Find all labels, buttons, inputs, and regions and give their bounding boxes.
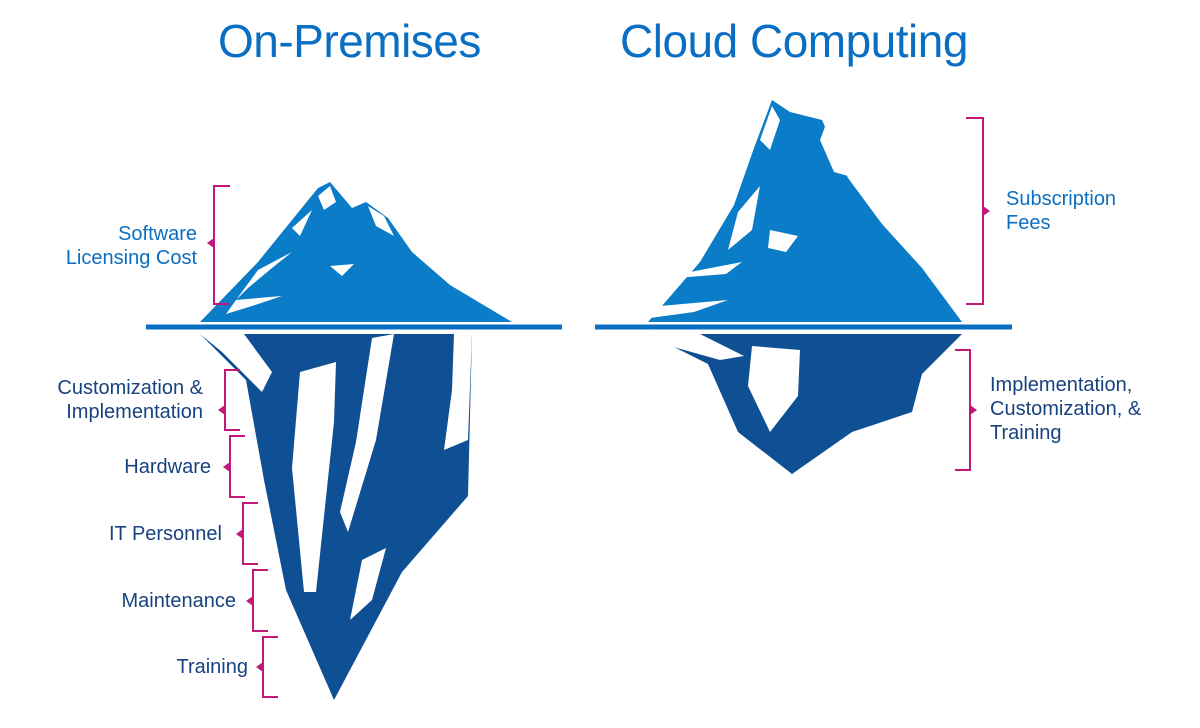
on-premises-tip-highlights (226, 186, 394, 314)
on-premises-body-highlights (200, 334, 472, 620)
customization-implementation-label: Customization & Implementation (57, 377, 203, 423)
on-premises-iceberg (200, 182, 512, 700)
cloud-tip-highlights (650, 106, 848, 318)
cloud-tip (648, 100, 962, 322)
bracket-pointers (207, 206, 990, 672)
bracket-cloud-implementation (955, 349, 971, 471)
bracket-it-personnel (242, 502, 258, 565)
on-premises-title: On-Premises (218, 15, 481, 67)
cloud-computing-iceberg (648, 100, 962, 474)
bracket-hardware (229, 435, 245, 498)
cloud-body (648, 334, 962, 474)
bracket-subscription-fees (966, 117, 984, 305)
bracket-software-licensing (213, 185, 230, 305)
maintenance-label: Maintenance (121, 590, 236, 612)
bracket-training (262, 636, 278, 698)
on-premises-body (200, 334, 472, 700)
cloud-computing-title: Cloud Computing (620, 15, 968, 67)
subscription-fees-label: Subscription Fees (1006, 188, 1117, 234)
bracket-customization-implementation (224, 369, 240, 431)
software-licensing-cost-label: Software Licensing Cost (65, 223, 197, 269)
cloud-body-highlights (648, 334, 800, 432)
training-label: Training (176, 656, 248, 678)
bracket-maintenance (252, 569, 268, 632)
implementation-customization-training-label: Implementation, Customization, & Trainin… (990, 374, 1142, 444)
on-premises-tip (200, 182, 512, 322)
it-personnel-label: IT Personnel (108, 523, 222, 545)
hardware-label: Hardware (124, 456, 211, 478)
